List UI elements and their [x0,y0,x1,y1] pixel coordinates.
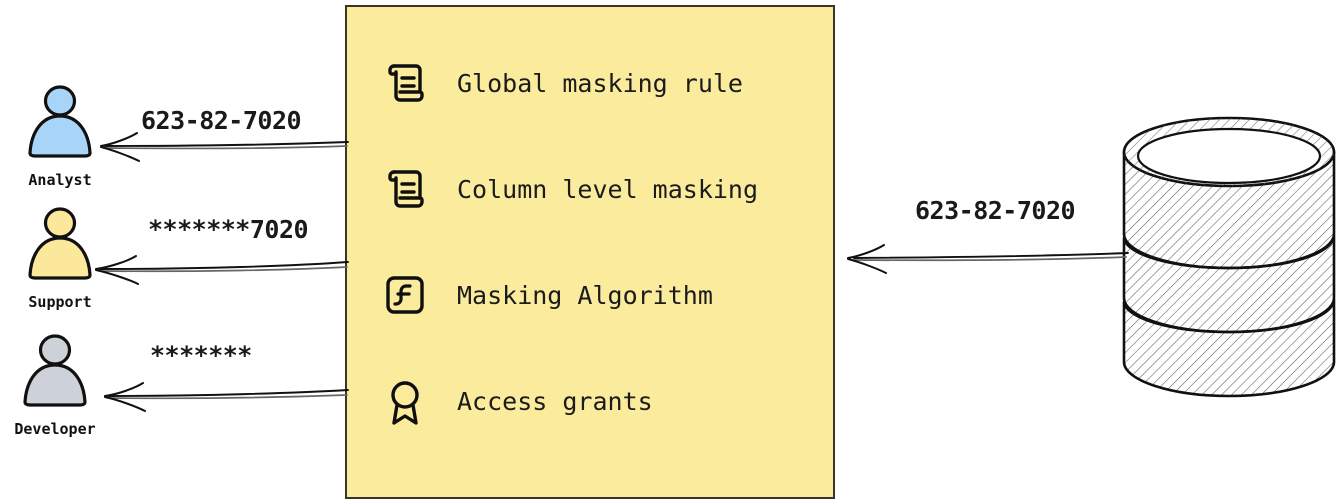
database-cylinder-icon [1122,116,1336,398]
actor-support: Support [5,205,115,311]
flow-label-analyst: 623-82-7020 [141,106,302,135]
policy-item-label: Column level masking [457,174,759,204]
user-icon [0,332,110,418]
policy-item-label: Global masking rule [457,68,743,98]
award-ribbon-icon [379,375,431,427]
actor-label: Developer [14,420,96,438]
policy-list: Global masking rule Column level masking [347,7,833,431]
database-node [1118,112,1340,400]
policy-item-access-grants[interactable]: Access grants [347,371,833,431]
flow-label-db-output: 623-82-7020 [915,196,1076,225]
function-box-icon [379,269,431,321]
policy-item-label: Masking Algorithm [457,280,713,310]
arrow-panel-to-developer [95,379,350,417]
actor-label: Support [28,293,92,311]
user-icon [5,83,115,169]
user-icon [5,205,115,291]
flow-label-support: *******7020 [148,215,309,244]
arrow-db-to-panel [840,242,1130,280]
actor-developer: Developer [0,332,110,438]
policy-panel: Global masking rule Column level masking [345,5,835,499]
arrow-panel-to-analyst [95,130,350,168]
policy-item-masking-algorithm[interactable]: Masking Algorithm [347,265,833,325]
actor-analyst: Analyst [5,83,115,189]
scroll-icon [379,163,431,215]
actor-label: Analyst [28,171,92,189]
scroll-icon [379,57,431,109]
policy-item-global-masking-rule[interactable]: Global masking rule [347,53,833,113]
policy-item-column-level-masking[interactable]: Column level masking [347,159,833,219]
policy-item-label: Access grants [457,386,653,416]
flow-label-developer: ******* [150,341,252,370]
arrow-panel-to-support [88,252,350,290]
